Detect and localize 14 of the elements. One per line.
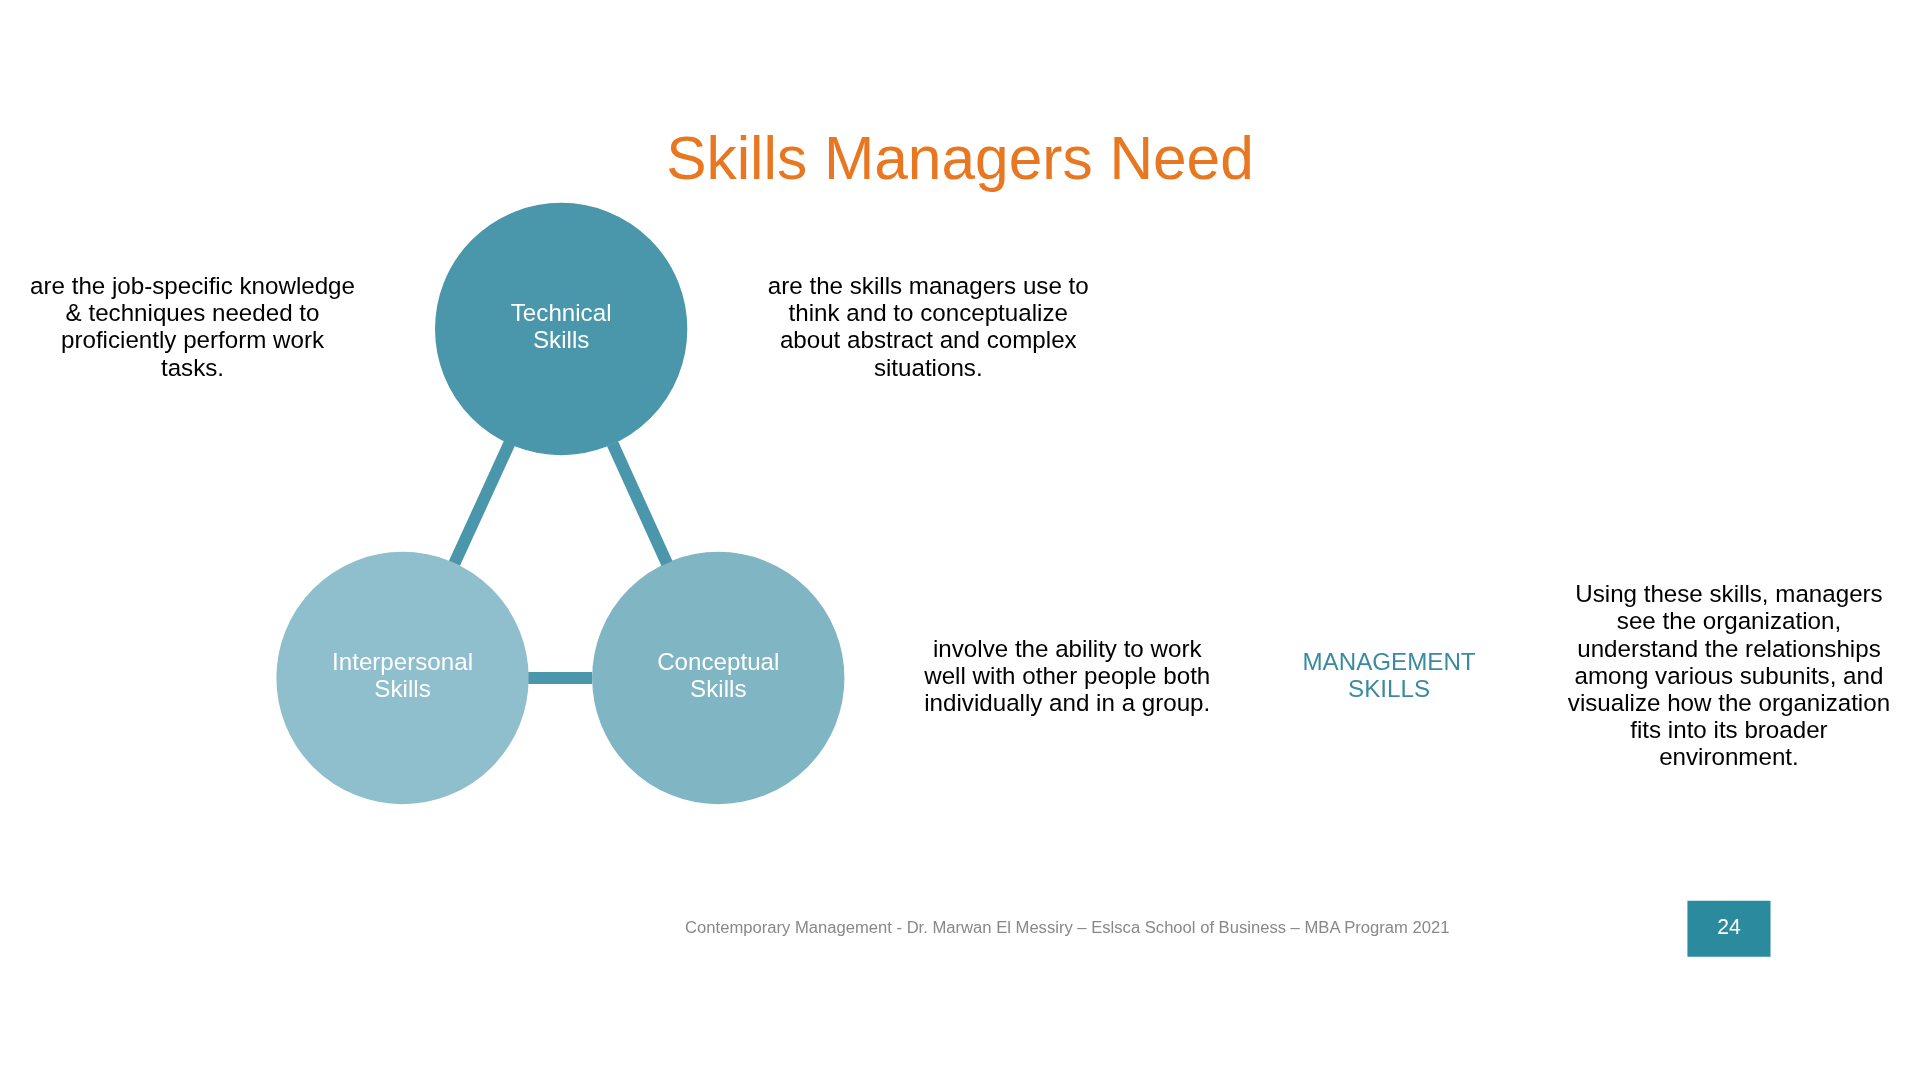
label: Using these skills, managers see the organization, understand the relationships among various subunits, and visualize how the organization fits into its broader environment. [1567,579,1891,770]
label: Contemporary Management - Dr. Marwan El Messiry – Eslsca School of Business – MBA Program 2021 [685,917,1450,937]
connector [528,671,593,684]
diagram-title: Skills Managers Need [666,123,1254,192]
label: involve the ability to work well with other people both individually and in a group. [924,634,1211,716]
node-circle: Technical Skills [435,202,688,455]
connector [448,440,515,566]
node-circle: Interpersonal Skills [276,551,529,804]
label: MANAGEMENT SKILLS [1302,647,1476,702]
label: 24 [1717,914,1741,938]
node-circle: Conceptual Skills [592,551,845,804]
label: are the skills managers use to think and to conceptualize about abstract and complex situations. [767,271,1089,381]
connector [607,440,673,566]
label: are the job-specific knowledge & techniques needed to proficiently perform work tasks. [30,271,356,381]
